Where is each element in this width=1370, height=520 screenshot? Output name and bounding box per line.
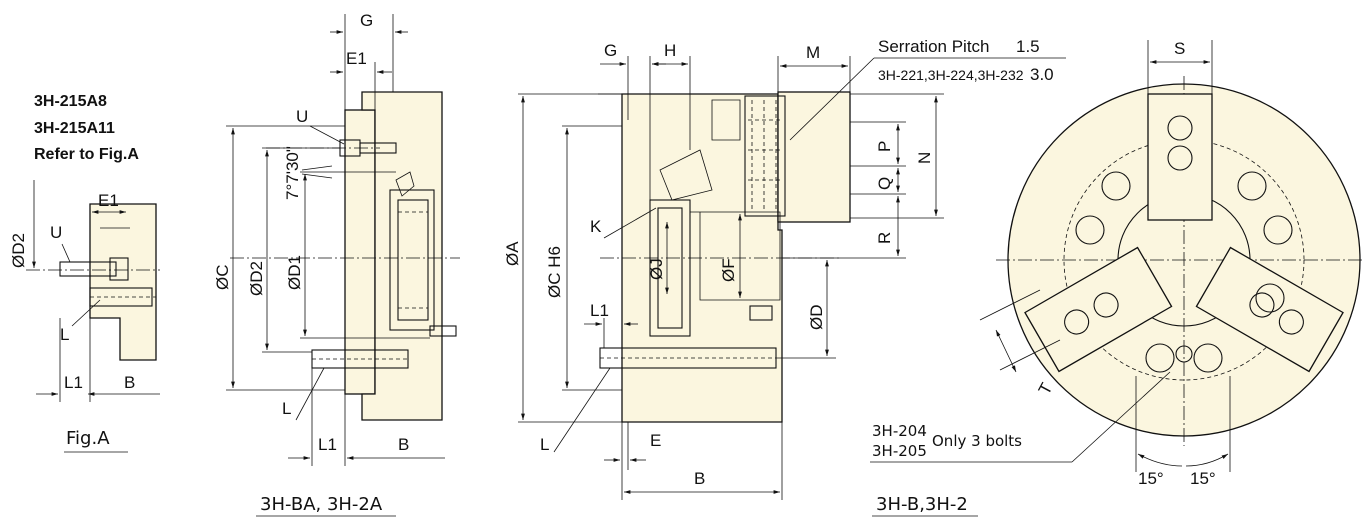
view-b-label-e: E	[650, 431, 661, 450]
view-b-label-a: ØA	[503, 241, 522, 266]
fig-a-label-b: B	[124, 373, 135, 392]
view-b-label-f: ØF	[719, 258, 738, 282]
view-ba-label-l1: L1	[318, 435, 337, 454]
view-b-serration-value-2: 3.0	[1030, 65, 1054, 84]
view-b-label-p: P	[875, 141, 894, 152]
view-b-label-g: G	[604, 41, 617, 60]
view-b-label-l1: L1	[590, 301, 609, 320]
view-b-label-j: ØJ	[647, 258, 666, 280]
view-ba-label-u: U	[296, 107, 308, 126]
fig-a-label-l: L	[60, 325, 69, 344]
view-ba-flange	[344, 109, 376, 395]
view-b-label-n: N	[915, 152, 934, 164]
view-b-piston	[649, 199, 691, 337]
view-b-label-k: K	[590, 217, 602, 236]
view-b-label-d: ØD	[807, 305, 826, 331]
fig-a-group: 3H-215A8 3H-215A11 Refer to Fig.A ØD2 E1…	[9, 93, 160, 453]
fig-a-label-d2: ØD2	[9, 233, 28, 268]
front-jaw-left	[1024, 246, 1173, 373]
fig-a-label-l1: L1	[64, 373, 83, 392]
view-ba-caption: 3H-BA, 3H-2A	[260, 494, 383, 515]
view-ba-label-g: G	[360, 11, 373, 30]
view-ba-jaw-slot	[389, 189, 435, 331]
front-jaw-top	[1147, 93, 1213, 221]
front-caption: 3H-B,3H-2	[876, 494, 968, 515]
view-b-label-h: H	[664, 41, 676, 60]
fig-a-label-u: U	[50, 223, 62, 242]
front-label-angle-left: 15°	[1138, 469, 1164, 488]
view-b-jaw	[777, 91, 851, 223]
front-note-text: Only 3 bolts	[932, 432, 1022, 450]
view-b-label-m: M	[806, 43, 820, 62]
view-b-label-q: Q	[875, 177, 894, 190]
front-view-group: S T 3H-204 3H-205 Only 3 bolts 15° 15° 3…	[870, 39, 1364, 517]
fig-a-model-2: 3H-215A11	[34, 120, 115, 137]
front-mounting-bolts	[1075, 171, 1293, 373]
view-ba-label-c: ØC	[213, 265, 232, 291]
view-b-serration-label: Serration Pitch	[878, 37, 990, 56]
fig-a-bolt-head	[109, 257, 129, 281]
view-b-label-l: L	[540, 435, 549, 454]
view-ba-label-e1: E1	[346, 49, 367, 68]
view-b-label-r: R	[875, 232, 894, 244]
view-b-label-b: B	[694, 469, 705, 488]
view-b-serration-models: 3H-221,3H-224,3H-232	[878, 67, 1024, 83]
view-ba-label-d1: ØD1	[285, 255, 304, 290]
fig-a-body	[89, 203, 157, 361]
view-b-label-c-h6: ØC H6	[545, 246, 564, 298]
front-jaw-right	[1195, 246, 1344, 373]
front-label-s: S	[1174, 39, 1185, 58]
front-label-t: T	[1035, 380, 1057, 398]
fig-a-bolt-u	[59, 261, 117, 277]
view-ba-label-angle: 7°7'30"	[283, 146, 302, 200]
front-note-model-1: 3H-204	[872, 422, 927, 440]
view-b-serration-value: 1.5	[1016, 37, 1040, 56]
view-ba-label-l: L	[282, 399, 291, 418]
view-ba-group: G E1 U ØC ØD2 ØD1 7°7'30" L L1 B 3H-BA, …	[213, 11, 460, 517]
view-ba-label-d2: ØD2	[247, 261, 266, 296]
front-label-angle-right: 15°	[1190, 469, 1216, 488]
fig-a-label-e1: E1	[98, 191, 119, 210]
fig-a-caption: Fig.A	[66, 428, 110, 449]
front-note-model-2: 3H-205	[872, 442, 927, 460]
view-ba-label-b: B	[398, 435, 409, 454]
fig-a-note: Refer to Fig.A	[34, 146, 139, 163]
fig-a-model-1: 3H-215A8	[34, 93, 107, 110]
view-b-group: G H M Serration Pitch 1.5 3H-221,3H-224,…	[503, 37, 1066, 500]
